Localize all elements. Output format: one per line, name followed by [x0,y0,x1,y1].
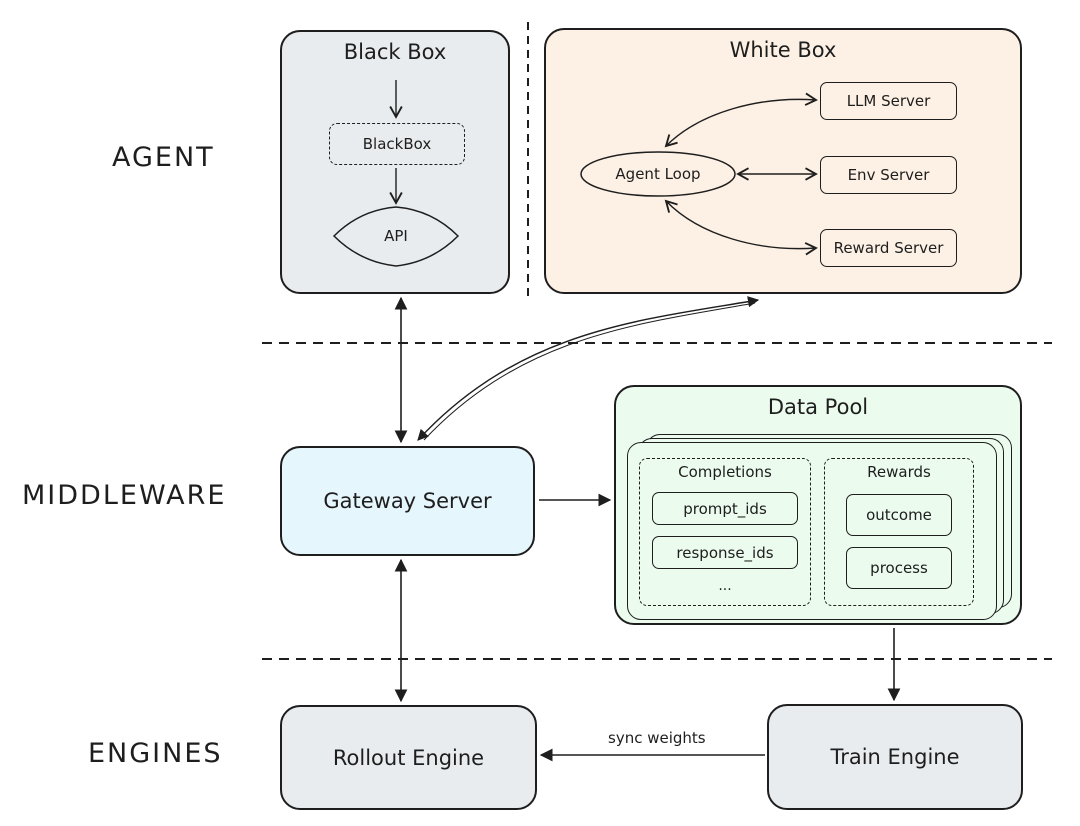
rollout-engine-box[interactable]: Rollout Engine [280,705,537,810]
reward-server-box[interactable]: Reward Server [820,229,957,267]
white-box-title: White Box [729,38,837,62]
layer-label-agent: AGENT [112,142,215,173]
outcome-box[interactable]: outcome [846,494,952,536]
rewards-title: Rewards [867,463,931,481]
gateway-server-box[interactable]: Gateway Server [280,446,535,556]
completions-group: Completions [639,458,811,606]
llm-server-box[interactable]: LLM Server [820,82,957,120]
completions-title: Completions [678,463,772,481]
api-label: API [384,227,408,245]
train-engine-box[interactable]: Train Engine [767,704,1023,810]
completions-ellipsis: ... [718,578,732,594]
sync-weights-label: sync weights [608,729,706,747]
blackbox-inner-box[interactable]: BlackBox [329,123,465,165]
data-pool-title: Data Pool [767,395,869,419]
layer-label-engines: ENGINES [88,738,223,769]
response-ids-box[interactable]: response_ids [652,536,798,569]
agent-loop-label: Agent Loop [615,165,701,183]
env-server-box[interactable]: Env Server [820,156,957,194]
rewards-group: Rewards [824,458,974,606]
layer-label-middleware: MIDDLEWARE [22,480,227,511]
process-box[interactable]: process [846,547,952,589]
black-box-title: Black Box [343,40,447,64]
prompt-ids-box[interactable]: prompt_ids [652,492,798,525]
